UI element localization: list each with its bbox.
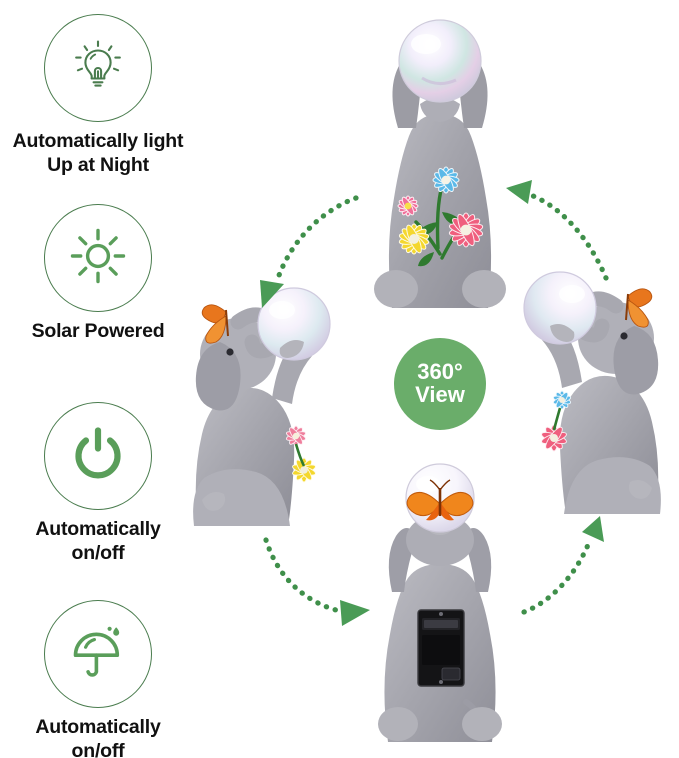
side-flowers (285, 425, 316, 483)
feature-label: Solar Powered (31, 320, 165, 342)
product-left-side-view (176, 268, 336, 526)
feature-icon-circle (44, 204, 152, 312)
product-back-view (362, 452, 518, 742)
feature-light-up-at-night: Automatically light Up at Night (0, 14, 196, 178)
butterfly-in-ball-icon (406, 479, 474, 521)
butterfly-icon (625, 288, 653, 328)
badge-line-degrees: 360° (417, 359, 463, 385)
butterfly-icon (201, 304, 229, 344)
umbrella-rain-icon (66, 620, 130, 689)
product-front-view (362, 8, 518, 308)
light-bulb-icon (65, 33, 131, 104)
feature-automatically-on-off-waterproof: Automatically on/off (0, 600, 196, 758)
feature-icon-circle (44, 14, 152, 122)
power-icon (66, 422, 130, 491)
product-right-side-view (522, 252, 678, 514)
feature-solar-powered: Solar Powered (0, 204, 196, 344)
flower-yellow (398, 223, 430, 255)
sun-icon (66, 224, 130, 293)
solar-panel (417, 609, 465, 687)
feature-icon-circle (44, 402, 152, 510)
360-view-badge: 360° View (394, 338, 486, 430)
feature-label: Automatically light Up at Night (12, 130, 184, 176)
feature-label: Automatically on/off (35, 518, 161, 564)
flower-pink-small (397, 195, 419, 217)
feature-icon-circle (44, 600, 152, 708)
flower-blue (432, 166, 460, 194)
flower-pink-large (448, 212, 484, 248)
side-flowers (541, 390, 572, 452)
badge-line-view: View (415, 382, 465, 407)
feature-label: Automatically on/off (35, 716, 161, 758)
feature-automatically-on-off-power: Automatically on/off (0, 402, 196, 566)
